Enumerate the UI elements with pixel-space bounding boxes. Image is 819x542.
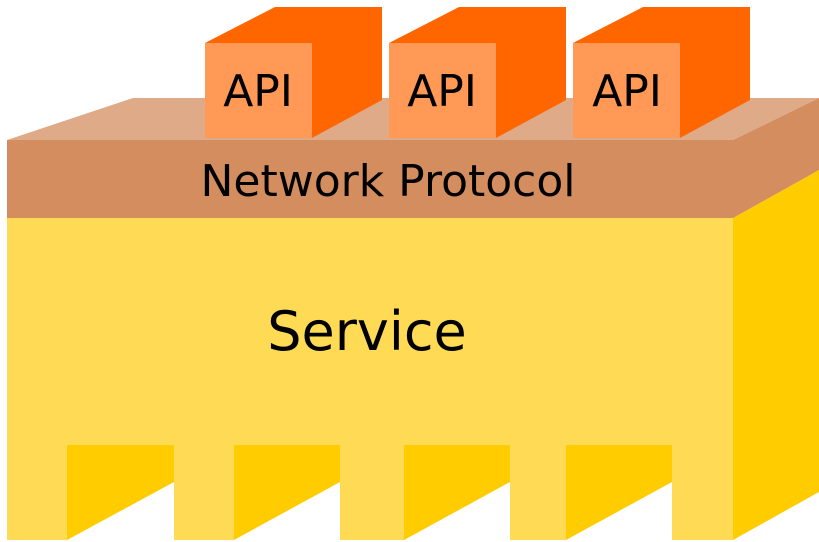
api-block-1: API: [205, 7, 382, 138]
api-block-3: API: [573, 7, 750, 138]
api-block-3-side: [573, 7, 750, 138]
service-block-side: [733, 170, 819, 540]
api-block-1-front: [205, 43, 312, 138]
api-label-2: API: [407, 66, 477, 117]
service-notch-1: [67, 445, 174, 540]
service-notch-3: [404, 445, 510, 540]
service-block: Service: [7, 170, 819, 540]
service-block-front: [7, 218, 733, 540]
api-block-2-side: [389, 7, 566, 138]
api-block-3-front: [573, 43, 680, 138]
service-label: Service: [267, 300, 467, 363]
api-block-2: API: [389, 7, 566, 138]
api-block-1-side: [205, 7, 382, 138]
api-block-2-front: [389, 43, 496, 138]
network-protocol-front: [7, 140, 733, 218]
network-protocol-label: Network Protocol: [200, 156, 575, 207]
network-protocol-side: [733, 98, 819, 218]
api-label-1: API: [223, 66, 293, 117]
service-notch-2: [234, 445, 340, 540]
api-label-3: API: [592, 66, 662, 117]
service-notch-4: [566, 445, 672, 540]
